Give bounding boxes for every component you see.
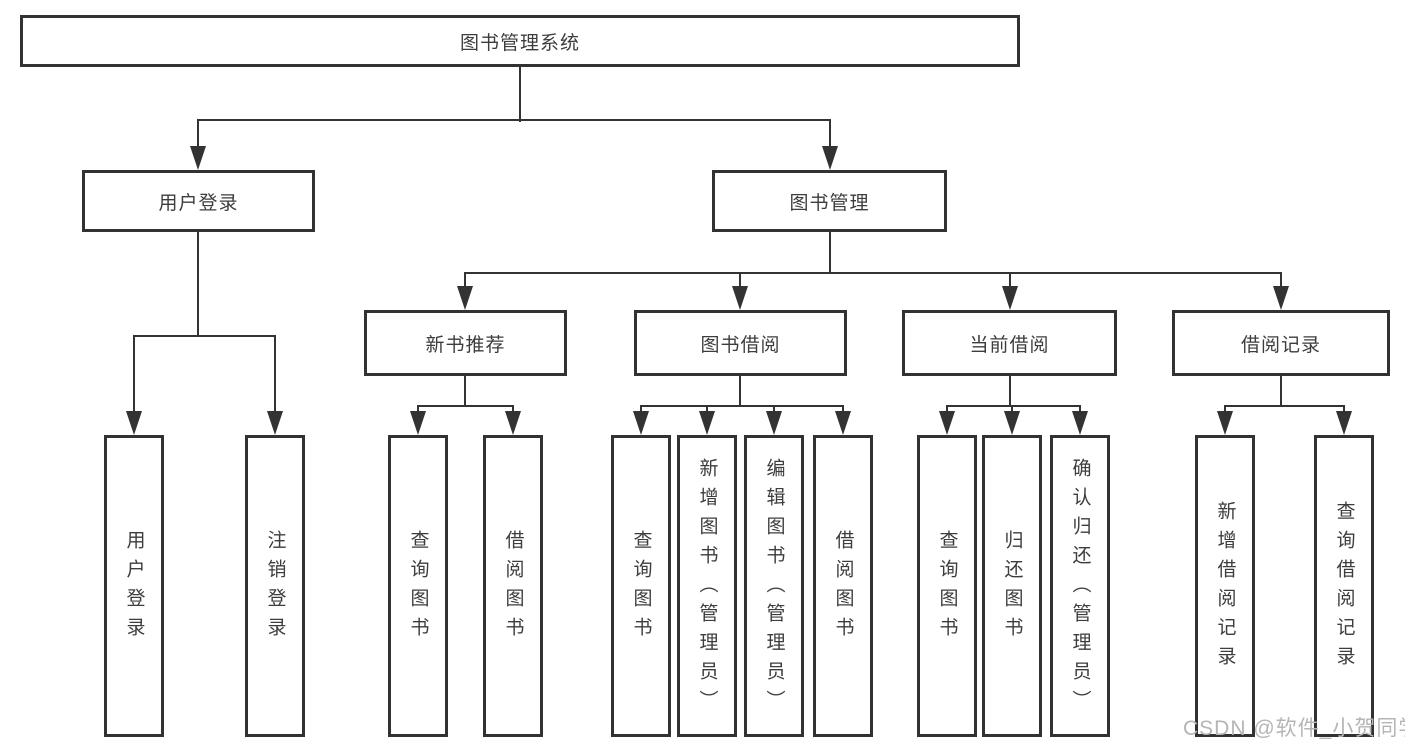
node-book-borrow: 图书借阅 bbox=[634, 310, 847, 376]
line bbox=[464, 272, 1282, 274]
arrow-down-icon bbox=[939, 411, 955, 435]
arrow-down-icon bbox=[410, 411, 426, 435]
arrow-down-icon bbox=[835, 411, 851, 435]
arrow-down-icon bbox=[1273, 286, 1289, 310]
arrow-down-icon bbox=[732, 286, 748, 310]
line bbox=[519, 67, 521, 122]
line bbox=[1280, 376, 1282, 407]
leaf-borrow-books-borrow: 借阅图书 bbox=[813, 435, 873, 737]
arrow-down-icon bbox=[1072, 411, 1088, 435]
line bbox=[197, 119, 831, 121]
leaf-user-login: 用户登录 bbox=[104, 435, 164, 737]
line bbox=[739, 376, 741, 407]
leaf-borrow-books-recommend: 借阅图书 bbox=[483, 435, 543, 737]
leaf-query-books-borrow: 查询图书 bbox=[611, 435, 671, 737]
arrow-down-icon bbox=[267, 411, 283, 435]
line bbox=[640, 405, 844, 407]
leaf-logout: 注销登录 bbox=[245, 435, 305, 737]
node-user-login: 用户登录 bbox=[82, 170, 315, 232]
arrow-down-icon bbox=[457, 286, 473, 310]
arrow-down-icon bbox=[1336, 411, 1352, 435]
node-current-borrow: 当前借阅 bbox=[902, 310, 1117, 376]
line bbox=[464, 376, 466, 407]
arrow-down-icon bbox=[126, 411, 142, 435]
line bbox=[1009, 376, 1011, 407]
line bbox=[133, 335, 276, 337]
watermark: CSDN @软件_小贺同学 bbox=[1183, 717, 1405, 740]
line bbox=[133, 335, 135, 415]
line bbox=[1280, 272, 1282, 292]
arrow-down-icon bbox=[1217, 411, 1233, 435]
node-borrow-records: 借阅记录 bbox=[1172, 310, 1390, 376]
leaf-add-book-admin: 新增图书（管理员） bbox=[677, 435, 737, 737]
leaf-return-books: 归还图书 bbox=[982, 435, 1042, 737]
line bbox=[274, 335, 276, 415]
line bbox=[464, 272, 466, 292]
node-root: 图书管理系统 bbox=[20, 15, 1020, 67]
arrow-down-icon bbox=[190, 146, 206, 170]
leaf-query-borrow-record: 查询借阅记录 bbox=[1314, 435, 1374, 737]
line bbox=[1009, 272, 1011, 292]
line bbox=[197, 232, 199, 337]
arrow-down-icon bbox=[766, 411, 782, 435]
arrow-down-icon bbox=[1002, 286, 1018, 310]
line bbox=[1224, 405, 1345, 407]
arrow-down-icon bbox=[633, 411, 649, 435]
leaf-query-books-current: 查询图书 bbox=[917, 435, 977, 737]
node-book-management: 图书管理 bbox=[712, 170, 947, 232]
line bbox=[417, 405, 514, 407]
arrow-down-icon bbox=[505, 411, 521, 435]
leaf-confirm-return-admin: 确认归还（管理员） bbox=[1050, 435, 1110, 737]
line bbox=[946, 405, 1081, 407]
arrow-down-icon bbox=[1004, 411, 1020, 435]
leaf-query-books-recommend: 查询图书 bbox=[388, 435, 448, 737]
line bbox=[829, 232, 831, 274]
leaf-add-borrow-record: 新增借阅记录 bbox=[1195, 435, 1255, 737]
arrow-down-icon bbox=[699, 411, 715, 435]
arrow-down-icon bbox=[822, 146, 838, 170]
leaf-edit-book-admin: 编辑图书（管理员） bbox=[744, 435, 804, 737]
line bbox=[197, 119, 199, 151]
line bbox=[739, 272, 741, 292]
line bbox=[829, 119, 831, 151]
node-new-book-recommend: 新书推荐 bbox=[364, 310, 567, 376]
